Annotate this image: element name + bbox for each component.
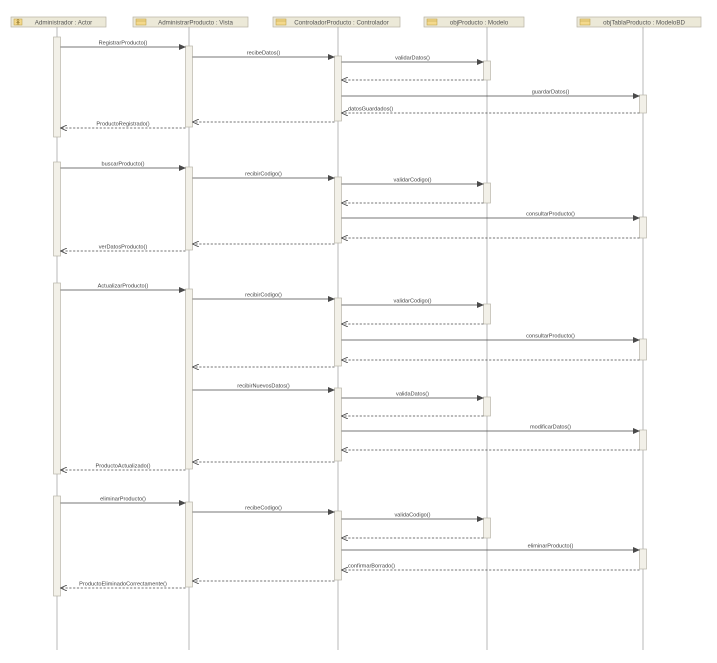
participant-header-box — [132, 16, 249, 28]
participant-objproducto-modelo[interactable]: objProducto : Modelo — [423, 16, 525, 28]
call-message: recibeCodigo() — [192, 506, 335, 515]
return-message: datosGuardados() — [342, 107, 640, 114]
call-message: modificarDatos() — [341, 425, 640, 434]
activation-bar — [185, 166, 193, 251]
participant-header-box — [272, 16, 401, 28]
activation-bar — [185, 45, 193, 128]
participant-header-box — [576, 16, 702, 28]
message-label: recibeCodigo() — [245, 506, 282, 512]
participant-label: Administrador : Actor — [35, 19, 92, 26]
participant-label: objTablaProducto : ModeloBD — [603, 19, 685, 26]
return-message: ProductoRegistrado() — [61, 122, 186, 129]
activation-bar — [639, 429, 647, 451]
call-message: validarCodigo() — [341, 178, 484, 187]
message-label: RegistrarProducto() — [99, 41, 148, 47]
activation-bar — [483, 303, 491, 325]
call-message: validaCodigo() — [341, 513, 484, 522]
call-message: recibirCodigo() — [192, 172, 335, 181]
activation-bar — [53, 161, 61, 257]
message-label: validarDatos() — [395, 56, 430, 62]
message-label: ProductoEliminadoCorrectamente() — [79, 582, 167, 588]
message-label: recibirNuevosDatos() — [237, 384, 290, 390]
activation-bar — [483, 396, 491, 417]
object-icon — [135, 18, 147, 26]
message-label: consultarProducto() — [526, 334, 575, 340]
activation-bar — [53, 36, 61, 138]
activation-bar — [639, 548, 647, 570]
call-message: recibirNuevosDatos() — [192, 384, 335, 393]
participant-header-box — [10, 16, 107, 28]
message-label: verDatosProducto() — [99, 245, 148, 251]
call-message: validarCodigo() — [341, 299, 484, 308]
message-label: eliminarProducto() — [528, 544, 574, 550]
participant-controladorproducto-controlador[interactable]: ControladorProducto : Controlador — [272, 16, 401, 28]
message-label: recibirCodigo() — [245, 293, 282, 299]
message-label: guardarDatos() — [532, 90, 570, 96]
activation-bar — [334, 510, 342, 581]
participant-label: ControladorProducto : Controlador — [294, 19, 389, 26]
message-label: recibeDatos() — [247, 51, 281, 57]
activation-bar — [185, 288, 193, 470]
message-label: validarCodigo() — [394, 299, 432, 305]
call-message: recibirCodigo() — [192, 293, 335, 302]
call-message: validarDatos() — [341, 56, 484, 65]
message-label: consultarProducto() — [526, 212, 575, 218]
activation-bar — [334, 55, 342, 122]
participant-label: AdministrarProducto : Vista — [158, 19, 233, 26]
activation-bar — [334, 297, 342, 367]
call-message: eliminarProducto() — [341, 544, 640, 553]
call-message: validaDatos() — [341, 392, 484, 401]
return-message: ProductoEliminadoCorrectamente() — [61, 582, 186, 589]
activation-bar — [334, 176, 342, 244]
participant-objtablaproducto-modelobd[interactable]: objTablaProducto : ModeloBD — [576, 16, 702, 28]
message-label: ProductoRegistrado() — [96, 122, 149, 128]
message-label: confirmarBorrado() — [348, 564, 395, 570]
activation-bar — [483, 517, 491, 539]
call-message: RegistrarProducto() — [60, 41, 186, 50]
participant-label: objProducto : Modelo — [450, 19, 509, 26]
activation-bar — [53, 282, 61, 475]
message-label: buscarProducto() — [102, 162, 145, 168]
activation-bar — [334, 387, 342, 462]
message-label: modificarDatos() — [530, 425, 571, 431]
return-message: confirmarBorrado() — [342, 564, 640, 571]
message-label: ProductoActualizado() — [95, 464, 150, 470]
return-message: ProductoActualizado() — [61, 464, 186, 471]
activation-bar — [483, 182, 491, 204]
call-message: ActualizarProducto() — [60, 284, 186, 293]
object-icon — [579, 18, 591, 26]
activation-bar — [639, 338, 647, 361]
call-message: consultarProducto() — [341, 334, 640, 343]
call-message: recibeDatos() — [192, 51, 335, 60]
return-message: verDatosProducto() — [61, 245, 186, 252]
message-label: ActualizarProducto() — [98, 284, 149, 290]
call-message: guardarDatos() — [341, 90, 640, 99]
call-message: buscarProducto() — [60, 162, 186, 171]
call-message: consultarProducto() — [341, 212, 640, 221]
participant-administrarproducto-vista[interactable]: AdministrarProducto : Vista — [132, 16, 249, 28]
participant-header-box — [423, 16, 525, 28]
object-icon — [426, 18, 438, 26]
activation-bar — [185, 501, 193, 588]
message-label: recibirCodigo() — [245, 172, 282, 178]
activation-bar — [53, 495, 61, 597]
message-label: validaDatos() — [396, 392, 429, 398]
actor-icon — [13, 18, 23, 26]
message-label: validaCodigo() — [394, 513, 430, 519]
activation-bar — [483, 60, 491, 81]
participant-administrador-actor[interactable]: Administrador : Actor — [10, 16, 107, 28]
object-icon — [275, 18, 287, 26]
activation-bar — [639, 94, 647, 114]
call-message: eliminarProducto() — [60, 497, 186, 506]
message-label: validarCodigo() — [394, 178, 432, 184]
message-label: datosGuardados() — [348, 107, 393, 113]
activation-bar — [639, 216, 647, 239]
message-label: eliminarProducto() — [100, 497, 146, 503]
